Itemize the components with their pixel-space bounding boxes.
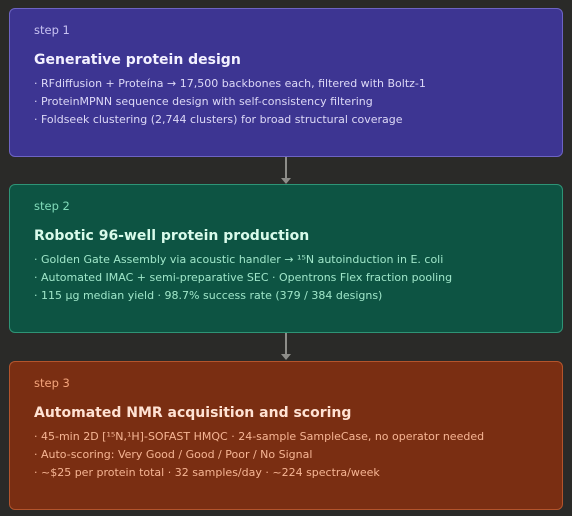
step-3-bullet-2: · Auto-scoring: Very Good / Good / Poor … (34, 448, 313, 461)
step-1-card: step 1 Generative protein design · RFdif… (9, 8, 563, 157)
step-1-bullet-3: · Foldseek clustering (2,744 clusters) f… (34, 113, 403, 126)
step-2-bullet-2: · Automated IMAC + semi-preparative SEC … (34, 271, 453, 284)
connector-line-1 (285, 157, 287, 178)
arrow-down-icon (281, 354, 291, 360)
step-1-bullet-2: · ProteinMPNN sequence design with self-… (34, 95, 373, 108)
step-1-label: step 1 (34, 23, 70, 37)
step-1-title: Generative protein design (34, 52, 241, 68)
connector-line-2 (285, 333, 287, 354)
step-2-label: step 2 (34, 199, 70, 213)
step-2-bullet-1: · Golden Gate Assembly via acoustic hand… (34, 253, 444, 266)
arrow-down-icon (281, 178, 291, 184)
step-2-bullet-3: · 115 µg median yield · 98.7% success ra… (34, 289, 383, 302)
step-3-title: Automated NMR acquisition and scoring (34, 405, 352, 421)
step-1-bullet-1: · RFdiffusion + Proteína → 17,500 backbo… (34, 77, 426, 90)
step-3-bullet-3: · ~$25 per protein total · 32 samples/da… (34, 466, 380, 479)
step-3-bullet-1: · 45-min 2D [¹⁵N,¹H]-SOFAST HMQC · 24-sa… (34, 430, 485, 443)
step-3-card: step 3 Automated NMR acquisition and sco… (9, 361, 563, 510)
step-2-title: Robotic 96-well protein production (34, 228, 310, 244)
step-2-card: step 2 Robotic 96-well protein productio… (9, 184, 563, 333)
step-3-label: step 3 (34, 376, 70, 390)
